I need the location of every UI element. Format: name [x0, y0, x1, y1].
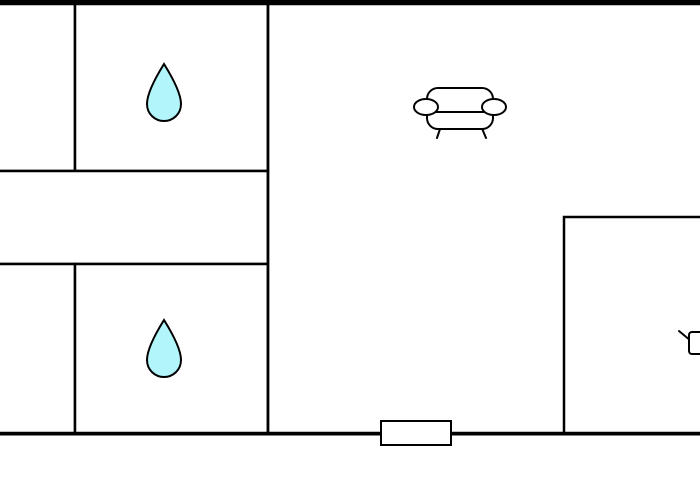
- water-drop-icon: [145, 318, 183, 379]
- room-closet-top-left[interactable]: [0, 2, 77, 173]
- entrance-door[interactable]: [380, 420, 452, 446]
- kettle-icon: [678, 330, 700, 355]
- room-hallway-left[interactable]: [0, 169, 270, 266]
- room-closet-bottom-left[interactable]: [0, 262, 77, 435]
- water-drop-icon: [145, 62, 183, 123]
- sofa-icon: [413, 87, 507, 139]
- room-kitchen[interactable]: [562, 215, 700, 435]
